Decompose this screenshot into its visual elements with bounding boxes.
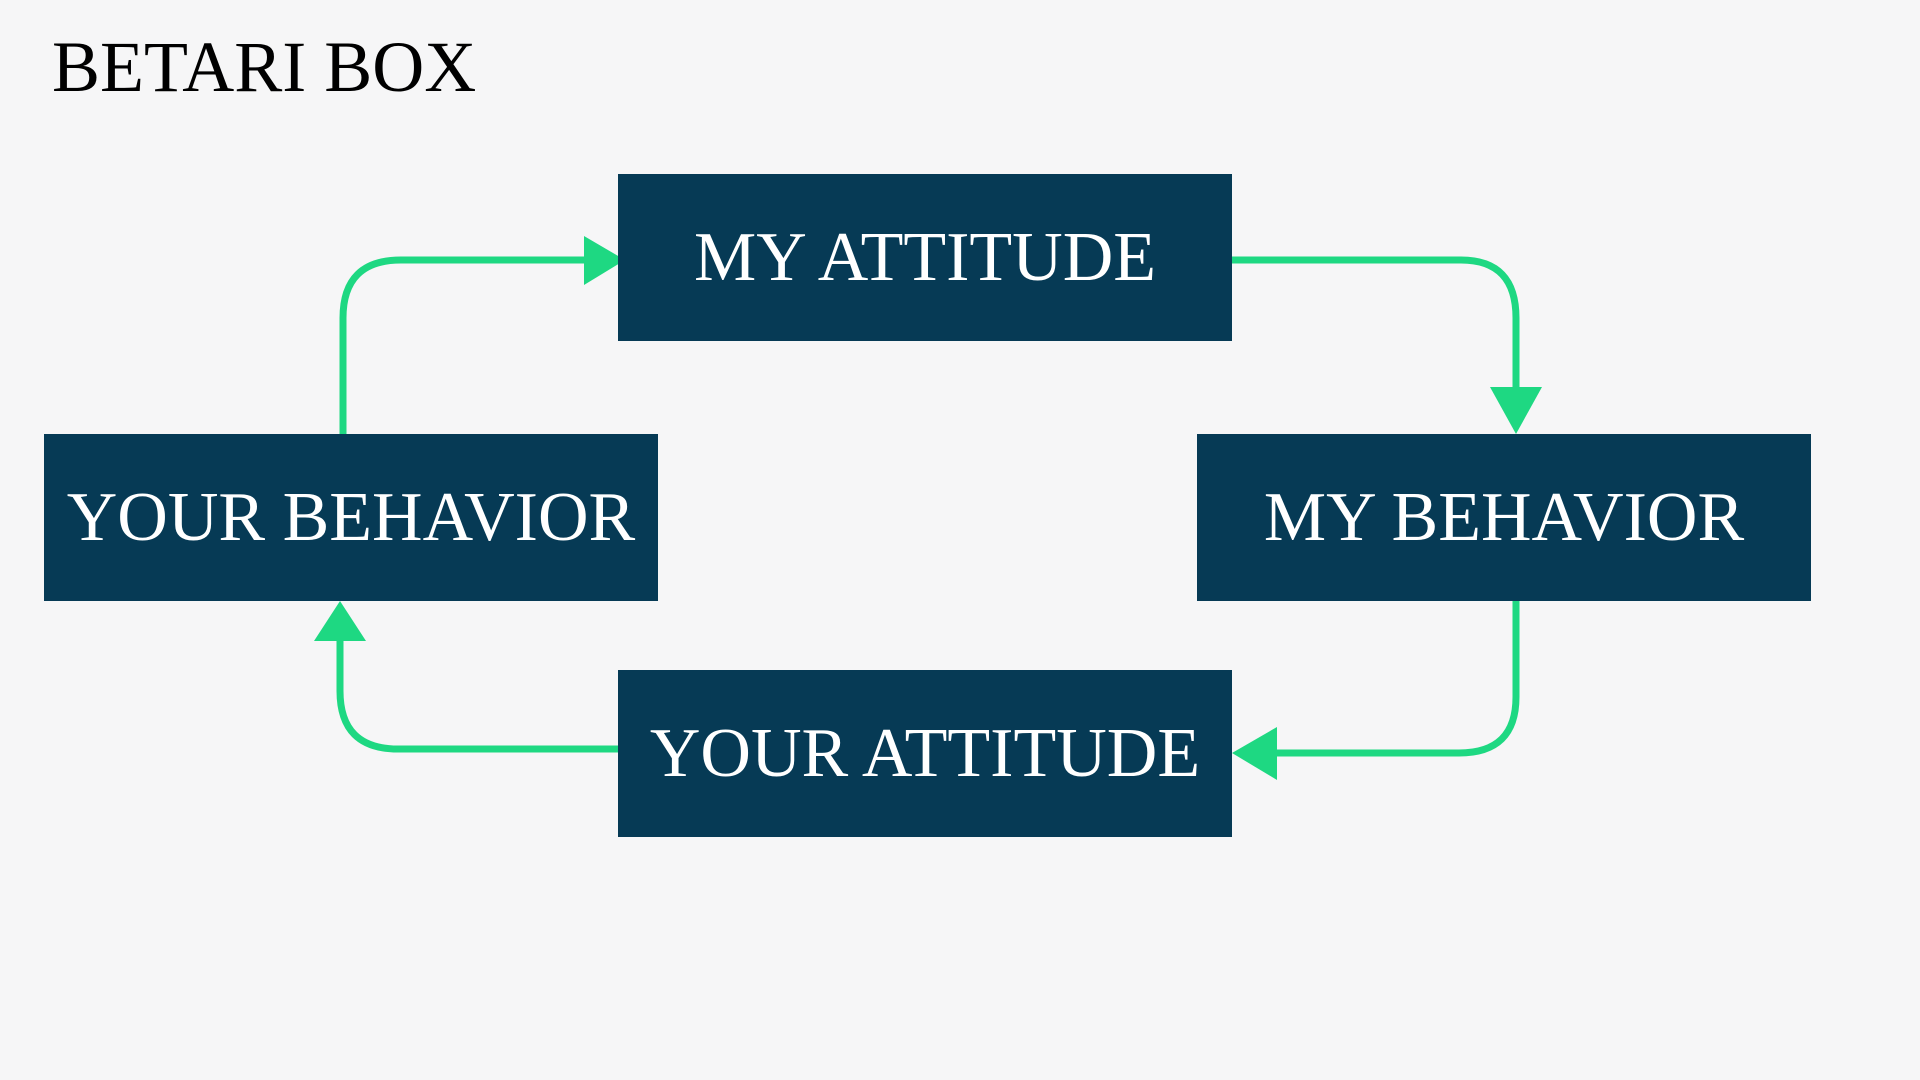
- arrowhead-to-my-attitude: [584, 236, 625, 285]
- node-your-behavior-label: YOUR BEHAVIOR: [66, 478, 636, 556]
- node-my-behavior-label: MY BEHAVIOR: [1263, 478, 1745, 556]
- arrow-my-attitude-to-my-behavior: [1228, 256, 1520, 396]
- arrowhead-to-my-behavior: [1490, 387, 1542, 434]
- arrowhead-to-your-attitude: [1232, 727, 1277, 780]
- node-my-attitude: MY ATTITUDE: [618, 174, 1232, 341]
- node-your-attitude-label: YOUR ATTITUDE: [649, 714, 1201, 792]
- page-title: BETARI BOX: [52, 27, 477, 107]
- node-your-behavior: YOUR BEHAVIOR: [44, 434, 658, 601]
- arrowhead-to-your-behavior: [314, 601, 366, 641]
- node-my-behavior: MY BEHAVIOR: [1197, 434, 1811, 601]
- arrow-your-behavior-to-my-attitude: [339, 256, 594, 438]
- arrow-my-behavior-to-your-attitude: [1264, 597, 1520, 757]
- arrow-your-attitude-to-your-behavior: [336, 636, 622, 753]
- node-your-attitude: YOUR ATTITUDE: [618, 670, 1232, 837]
- node-my-attitude-label: MY ATTITUDE: [693, 218, 1157, 296]
